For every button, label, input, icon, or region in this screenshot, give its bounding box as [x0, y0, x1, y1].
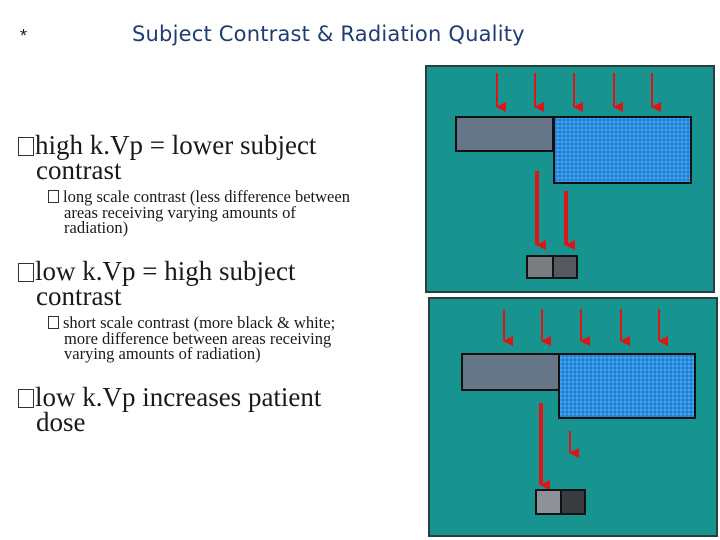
bullet-line-1: low k.Vp = high subject [35, 256, 296, 286]
bullet-line-1: low k.Vp increases patient [35, 382, 322, 412]
sub-line-1: short scale contrast (more black & white… [63, 313, 336, 332]
film-density-left [535, 489, 562, 515]
square-bullet-icon [18, 389, 34, 408]
diagram-high-kvp [425, 65, 715, 293]
object-low-density [461, 353, 561, 391]
film-density-right [552, 255, 578, 279]
object-high-density [553, 116, 692, 184]
square-bullet-icon [48, 190, 59, 203]
slide-marker: * [20, 26, 28, 46]
square-bullet-icon [18, 137, 34, 156]
sub-line-2: areas receiving varying amounts of [64, 202, 296, 222]
film-density-left [526, 255, 554, 279]
bullet-line-1: high k.Vp = lower subject [35, 130, 317, 160]
film-density-right [560, 489, 586, 515]
bullet-low-kvp: low k.Vp = high subject contrast [18, 256, 423, 311]
square-bullet-icon [18, 263, 34, 282]
sub-line-3: varying amounts of radiation) [64, 344, 261, 363]
sub-line-2: more difference between areas receiving [64, 328, 332, 348]
bullet-high-kvp: high k.Vp = lower subject contrast [18, 130, 423, 185]
sub-bullet-short-scale: short scale contrast (more black & white… [48, 313, 428, 363]
bullet-line-2: dose [36, 407, 86, 437]
sub-bullet-long-scale: long scale contrast (less difference bet… [48, 187, 428, 237]
object-low-density [455, 116, 554, 152]
sub-line-1: long scale contrast (less difference bet… [63, 187, 350, 206]
object-high-density [558, 353, 696, 419]
slide-title: Subject Contrast & Radiation Quality [132, 22, 525, 46]
bullet-line-2: contrast [36, 281, 122, 311]
bullet-line-2: contrast [36, 155, 122, 185]
sub-line-3: radiation) [64, 218, 129, 237]
diagram-low-kvp [428, 297, 718, 537]
bullet-patient-dose: low k.Vp increases patient dose [18, 382, 423, 437]
square-bullet-icon [48, 316, 59, 329]
